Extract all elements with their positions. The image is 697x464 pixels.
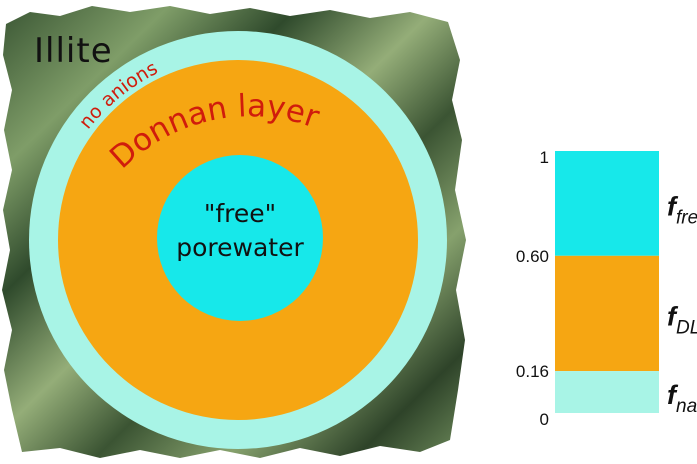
bar-tick-3: 0 [540, 410, 549, 429]
bar-label-free: ffree [667, 191, 697, 228]
free-porewater-circle [157, 155, 323, 321]
bar-segment-free [555, 151, 659, 256]
bar-tick-1: 0.60 [516, 247, 549, 266]
bar-segment-na [555, 371, 659, 413]
bar-tick-0: 1 [540, 148, 549, 167]
porewater-label: porewater [176, 233, 304, 262]
bar-label-dl: fDL [667, 301, 697, 338]
bar-segment-dl [555, 255, 659, 372]
bar-tick-2: 0.16 [516, 362, 549, 381]
fraction-bar-labels: ffree fDL fna [667, 191, 697, 417]
fraction-bar-ticks: 1 0.60 0.16 0 [516, 148, 549, 429]
fraction-bar [555, 151, 659, 413]
bar-label-na: fna [667, 380, 697, 417]
illite-label: Illite [34, 31, 113, 71]
free-label: "free" [204, 199, 276, 228]
